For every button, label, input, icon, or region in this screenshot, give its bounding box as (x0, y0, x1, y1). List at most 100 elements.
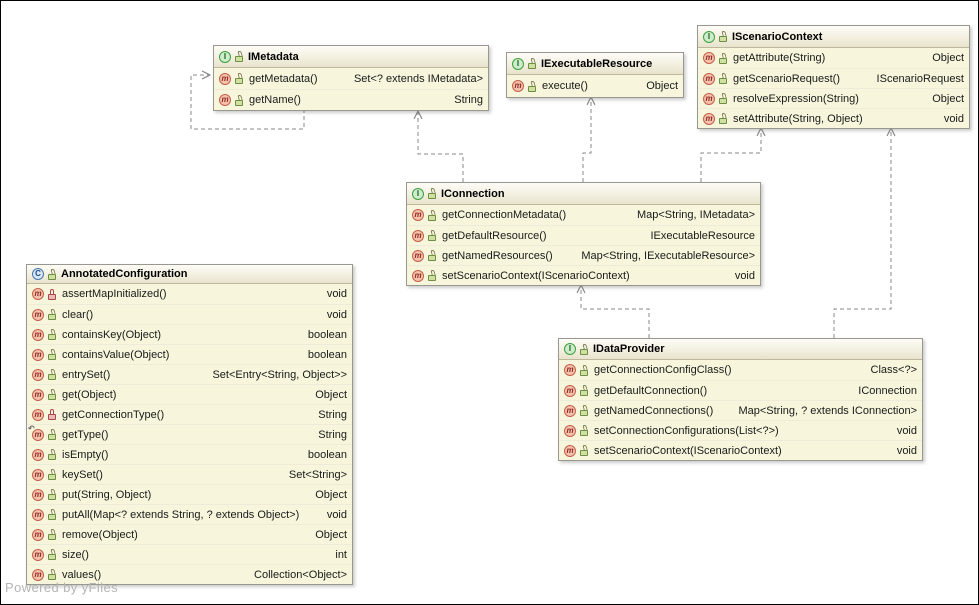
public-open-lock-icon (428, 209, 437, 221)
method-icon: m (564, 424, 576, 437)
lock-body (48, 554, 56, 560)
dependency-edge-IConnection-to-IScenarioContext (700, 128, 761, 182)
method-return-type: Set<String> (288, 468, 347, 481)
public-open-lock-icon (235, 94, 244, 106)
method-row-AnnotatedConfiguration-getType[interactable]: m↶getType()String (27, 424, 352, 444)
method-icon: m (412, 249, 424, 262)
method-icon: m (703, 92, 715, 105)
private-closed-lock-icon (48, 409, 57, 420)
method-return-type: boolean (307, 448, 347, 461)
lock-shackle (50, 268, 56, 274)
lock-body (528, 85, 536, 92)
method-icon: m (32, 348, 44, 361)
method-name: getScenarioRequest() (733, 72, 841, 85)
public-open-lock-icon (580, 364, 589, 376)
lock-body (48, 494, 56, 500)
lock-body (48, 374, 56, 380)
method-name: entrySet() (62, 368, 111, 381)
lock-body (719, 78, 727, 84)
method-name: resolveExpression(String) (733, 92, 859, 105)
lock-body (48, 534, 56, 540)
interface-icon: I (219, 50, 231, 63)
lock-body (428, 255, 436, 261)
lock-body (235, 78, 243, 84)
lock-body (235, 56, 243, 62)
override-arrow-icon: ↶ (28, 423, 35, 433)
method-return-type: void (734, 269, 755, 282)
method-return-type: boolean (307, 348, 347, 361)
public-open-lock-icon (48, 329, 57, 340)
public-open-lock-icon (48, 549, 57, 560)
method-return-type: Object (315, 528, 347, 541)
lock-body (580, 348, 588, 355)
method-return-type: String (318, 408, 347, 421)
method-name: clear() (62, 308, 94, 321)
method-icon: m (564, 364, 576, 376)
lock-body (48, 514, 56, 520)
method-icon: m (32, 308, 44, 321)
method-name: getConnectionMetadata() (442, 209, 567, 221)
public-open-lock-icon (528, 58, 537, 69)
public-open-lock-icon (48, 469, 57, 480)
method-return-type: void (326, 508, 347, 521)
lock-body (719, 36, 727, 42)
lock-body (48, 394, 56, 400)
method-return-type: boolean (307, 328, 347, 341)
public-open-lock-icon (719, 52, 728, 64)
interface-icon: I (564, 343, 576, 355)
class-title: IExecutableResource (541, 57, 653, 70)
lock-shackle (50, 288, 54, 294)
method-return-type: IScenarioRequest (876, 72, 964, 85)
method-return-type: String (318, 428, 347, 441)
method-icon: m (564, 444, 576, 457)
public-open-lock-icon (428, 270, 437, 281)
method-return-type: void (896, 444, 917, 457)
public-open-lock-icon (719, 93, 728, 104)
method-name: isEmpty() (62, 448, 109, 461)
class-title: IConnection (441, 187, 505, 200)
method-icon: m (564, 404, 576, 417)
